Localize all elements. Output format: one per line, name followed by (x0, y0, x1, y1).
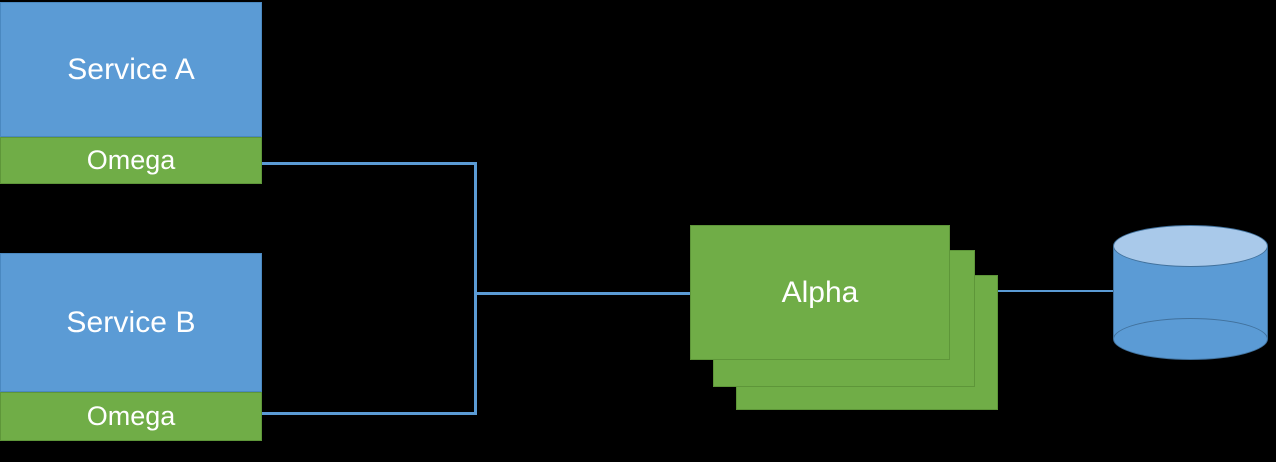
connector-service-b-to-bus (262, 412, 477, 415)
connector-bus-to-alpha (474, 292, 692, 295)
service-b-omega-band[interactable]: Omega (0, 392, 262, 441)
connector-vertical-bus (474, 162, 477, 415)
service-b-body: Service B (0, 253, 262, 392)
service-a-body: Service A (0, 2, 262, 137)
service-card-service-b[interactable]: Service B Omega (0, 253, 262, 441)
service-b-label: Service B (66, 305, 196, 339)
connector-alpha-to-database (975, 290, 1115, 292)
service-b-omega-label: Omega (86, 401, 176, 431)
alpha-label: Alpha (781, 275, 859, 309)
connector-service-a-to-bus (262, 162, 477, 165)
service-a-label: Service A (67, 52, 195, 86)
service-a-omega-label: Omega (86, 145, 176, 175)
cylinder-top-ellipse (1113, 225, 1268, 267)
service-a-omega-band[interactable]: Omega (0, 137, 262, 184)
alpha-instance-front[interactable]: Alpha (690, 225, 950, 360)
database-cylinder[interactable] (1113, 225, 1268, 360)
service-card-service-a[interactable]: Service A Omega (0, 2, 262, 184)
cylinder-bottom-ellipse (1113, 318, 1268, 360)
